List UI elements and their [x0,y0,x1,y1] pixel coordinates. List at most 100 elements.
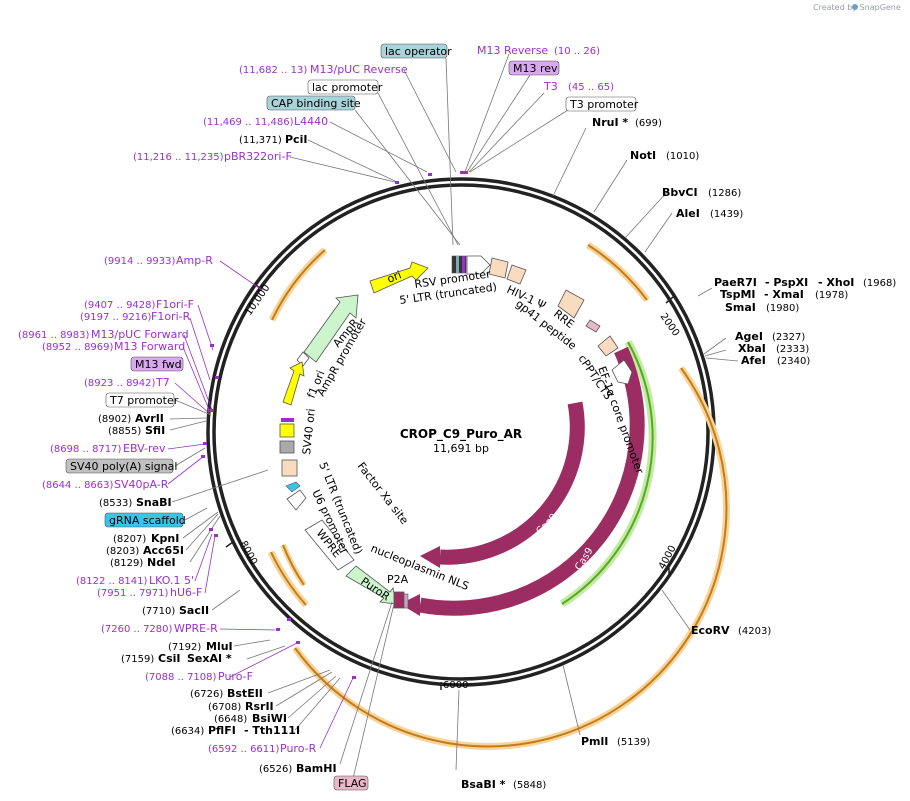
enzyme-bbvci-pos: (1286) [708,188,741,199]
enzyme-noti-pos: (1010) [666,151,699,162]
primer-amp-r-pos: (9914 .. 9933) [104,256,176,267]
rsv-stripe-box-2 [456,256,459,273]
enzyme-acc65i[interactable]: Acc65I [143,544,184,557]
npnls-box [403,593,409,609]
factor-xa-label: Factor Xa site [355,460,411,527]
enzyme-xmai[interactable]: - XmaI [764,288,804,301]
enzyme-csii[interactable]: CsiI [158,652,180,665]
enzyme-alei[interactable]: AleI [676,207,700,220]
boxed-label-t3-promoter[interactable]: T3 promoter [565,96,639,112]
enzyme-tth111i[interactable]: - Tth111I [244,724,300,737]
primer-t3[interactable]: T3 [543,80,558,93]
enzyme-pmli[interactable]: PmlI [581,735,608,748]
enzyme-rsrii-pos: (6708) [208,702,241,713]
boxed-label-grna-scaffold[interactable]: gRNA scaffold [104,512,186,528]
enzyme-sexai[interactable]: SexAI * [187,652,232,665]
enzyme-sfii-pos: (8855) [108,426,141,437]
sv40-stripe-box [281,418,294,422]
primer-m13puc-reverse-pos: (11,682 .. 13) [239,65,307,76]
primer-m13puc-reverse[interactable]: M13/pUC Reverse [310,63,408,76]
primer-f1ori-r[interactable]: F1ori-R [151,310,191,323]
primer-wpre-r[interactable]: WPRE-R [174,622,218,635]
sv40-ori-box [279,423,295,438]
enzyme-sfii[interactable]: SfiI [145,424,165,437]
boxed-label-t7-promoter-text: T7 promoter [109,394,179,407]
primer-ebv-rev[interactable]: EBV-rev [123,442,166,455]
hiv-psi-box [506,264,527,285]
enzyme-rsrii[interactable]: RsrII [245,700,274,713]
enzyme-nrui[interactable]: NruI * [592,116,628,129]
enzyme-smai-pos: (1980) [766,303,799,314]
sv40-ori-label: SV40 ori [300,408,318,455]
enzyme-avrii[interactable]: AvrII [135,412,164,425]
enzyme-bamhi[interactable]: BamHI [296,762,337,775]
enzyme-bsteii-pos: (6726) [190,689,223,700]
enzyme-pflfi-pos: (6634) [171,726,204,737]
enzyme-sacii[interactable]: SacII [179,604,209,617]
f1-ori-arrow [282,361,305,406]
grna-scaffold-arrow [285,481,301,493]
enzyme-ndei[interactable]: NdeI [147,556,176,569]
enzyme-avrii-pos: (8902) [98,414,131,425]
primer-l4440[interactable]: L4440 [294,115,328,128]
plasmid-size: 11,691 bp [433,442,489,455]
ltr5-box [488,257,509,279]
ori-label: ori [385,268,403,285]
enzyme-agei-pos: (2327) [772,332,805,343]
enzyme-snabi[interactable]: SnaBI [136,496,172,509]
primer-t7[interactable]: T7 [155,376,170,389]
enzyme-acc65i-pos: (8203) [106,546,139,557]
boxed-label-t7-promoter[interactable]: T7 promoter [105,392,179,408]
enzyme-kpni[interactable]: KpnI [151,532,179,545]
enzyme-agei[interactable]: AgeI [735,330,763,343]
enzyme-noti[interactable]: NotI [630,149,656,162]
boxed-label-lac-operator[interactable]: lac operator [380,43,452,59]
boxed-label-cap-binding-site[interactable]: CAP binding site [266,95,361,111]
primer-f1ori-f[interactable]: F1ori-F [156,298,194,311]
primer-pbr322ori-f[interactable]: pBR322ori-F [224,150,292,163]
p2a-label: P2A [387,573,409,586]
enzyme-pspxi[interactable]: - PspXI [765,276,808,289]
primer-sv40pa-r-pos: (8644 .. 8663) [42,480,114,491]
enzyme-bsabi[interactable]: BsaBI * [461,778,506,791]
enzyme-pflfi[interactable]: PflFI [208,724,236,737]
primer-m13-forward[interactable]: M13 Forward [114,340,185,353]
boxed-label-m13-fwd[interactable]: M13 fwd [130,356,184,372]
enzyme-ecorv[interactable]: EcoRV [691,624,730,637]
boxed-label-lac-operator-text: lac operator [385,45,452,58]
primer-hu6-f[interactable]: hU6-F [170,586,202,599]
enzyme-smai[interactable]: SmaI [725,301,756,314]
enzyme-afei-pos: (2340) [777,356,810,367]
boxed-label-lac-promoter[interactable]: lac promoter [307,79,383,95]
enzyme-bsteii[interactable]: BstEII [227,687,263,700]
enzyme-afei[interactable]: AfeI [741,354,766,367]
enzyme-pmli-pos: (5139) [617,737,650,748]
enzyme-mlui[interactable]: MluI [206,640,233,653]
enzyme-tspmi[interactable]: TspMI [720,288,756,301]
primer-sv40pa-r[interactable]: SV40pA-R [114,478,169,491]
enzyme-bbvci[interactable]: BbvCI [662,186,698,199]
primer-lko1[interactable]: LKO.1 5' [149,574,194,587]
enzyme-kpni-pos: (8207) [113,534,146,545]
enzyme-bsiwi[interactable]: BsiWI [252,712,287,725]
primer-puro-r[interactable]: Puro-R [280,742,317,755]
enzyme-xbai-pos: (2333) [776,344,809,355]
boxed-label-lac-promoter-text: lac promoter [312,81,383,94]
enzyme-snabi-pos: (8533) [99,498,132,509]
primer-puro-r-pos: (6592 .. 6611) [208,744,280,755]
enzyme-xbai[interactable]: XbaI [738,342,766,355]
enzyme-paer7i[interactable]: PaeR7I [714,276,757,289]
boxed-label-sv40-polya[interactable]: SV40 poly(A) signal [65,458,177,474]
primer-puro-f[interactable]: Puro-F [218,670,253,683]
primer-m13-forward-pos: (8952 .. 8969) [42,342,114,353]
enzyme-xhoi[interactable]: - XhoI [818,276,854,289]
plasmid-name: CROP_C9_Puro_AR [400,427,522,442]
enzyme-bsiwi-pos: (6648) [214,714,247,725]
boxed-label-m13-rev[interactable]: M13 rev [508,60,560,76]
boxed-label-flag[interactable]: FLAG [333,775,369,791]
boxed-label-m13-rev-text: M13 rev [513,62,558,75]
primer-m13puc-forward[interactable]: M13/pUC Forward [91,328,189,341]
primer-amp-r[interactable]: Amp-R [176,254,213,267]
primer-m13-reverse[interactable]: M13 Reverse [477,44,548,57]
enzyme-pcii[interactable]: PciI [285,133,307,146]
